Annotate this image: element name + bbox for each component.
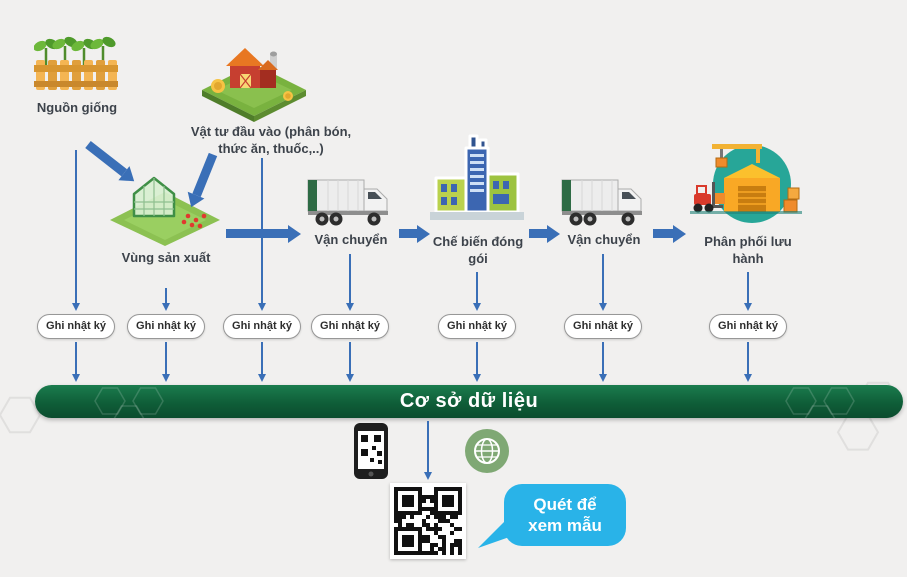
qr-code <box>390 483 466 559</box>
log-arrow-processing <box>473 272 481 311</box>
phone-qr-icon <box>354 423 388 479</box>
stage-label-transport-1: Vận chuyển <box>314 232 388 247</box>
globe-icon <box>465 429 509 473</box>
stage-label-processing: Chế biến đóng gói <box>432 234 524 266</box>
log-badge-production: Ghi nhật ký <box>127 314 205 339</box>
db-arrow-transport-2 <box>599 342 607 382</box>
flow-arrow-processing-to-transport2 <box>529 224 560 243</box>
qr-finder-patterns <box>394 487 462 555</box>
log-arrow-distribution <box>744 272 752 311</box>
db-arrow-transport-1 <box>346 342 354 382</box>
greenhouse-icon <box>110 176 220 246</box>
database-bar: Cơ sở dữ liệu <box>35 385 903 418</box>
flow-arrow-transport2-to-distribution <box>653 224 686 243</box>
scan-bubble-label: Quét để xem mẫu <box>528 494 602 535</box>
stage-label-seed-source: Nguồn giống <box>36 100 118 115</box>
log-badge-transport-2: Ghi nhật ký <box>564 314 642 339</box>
db-arrow-distribution <box>744 342 752 382</box>
hexagon-pattern <box>94 387 855 418</box>
log-arrow-seed <box>72 150 80 311</box>
log-badge-distribution: Ghi nhật ký <box>709 314 787 339</box>
database-label: Cơ sở dữ liệu <box>399 390 539 412</box>
flow-arrow-transport1-to-processing <box>399 224 430 243</box>
stage-label-distribution: Phân phối lưu hành <box>704 234 792 266</box>
truck-icon <box>561 179 642 226</box>
truck-icon <box>307 179 388 226</box>
db-arrow-inputs <box>258 342 266 382</box>
log-arrow-transport-1 <box>346 254 354 311</box>
db-arrow-seed <box>72 342 80 382</box>
background-hexagon-pattern <box>0 381 900 451</box>
farm-icon <box>202 48 306 122</box>
stage-label-inputs: Vật tư đầu vào (phân bón, thức ăn, thuốc… <box>190 124 352 156</box>
db-arrow-production <box>162 342 170 382</box>
log-arrow-inputs <box>258 158 266 311</box>
log-arrow-transport-2 <box>599 254 607 311</box>
stage-label-transport-2: Vận chuyển <box>567 232 641 247</box>
log-arrow-production <box>162 288 170 311</box>
factory-icon <box>430 134 524 220</box>
warehouse-icon <box>690 144 802 223</box>
qr-cells <box>394 495 462 555</box>
stage-label-production: Vùng sản xuất <box>121 250 211 265</box>
log-badge-transport-1: Ghi nhật ký <box>311 314 389 339</box>
log-badge-inputs: Ghi nhật ký <box>223 314 301 339</box>
db-to-qr-arrow <box>424 421 432 480</box>
flow-arrow-production-to-transport1 <box>226 224 301 243</box>
log-badge-processing: Ghi nhật ký <box>438 314 516 339</box>
db-arrow-processing <box>473 342 481 382</box>
scan-bubble: Quét để xem mẫu <box>478 484 626 548</box>
log-badge-seed: Ghi nhật ký <box>37 314 115 339</box>
scan-bubble-tail <box>478 516 510 548</box>
seedling-icon <box>34 36 118 90</box>
